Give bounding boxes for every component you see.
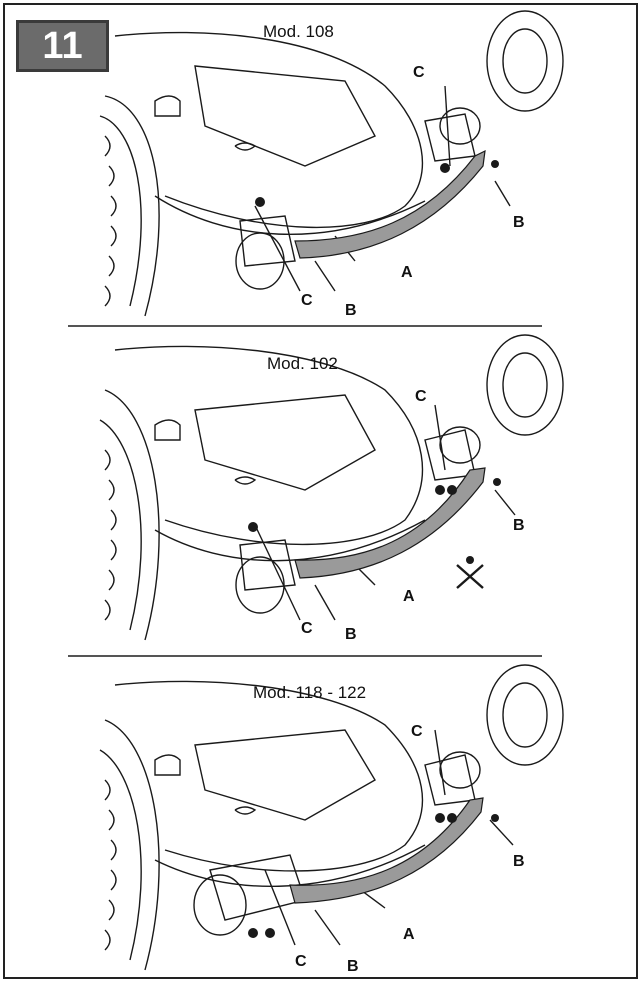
label-b-right: B — [513, 853, 525, 870]
label-c-bottom: C — [301, 620, 313, 637]
label-b-right: B — [513, 517, 525, 534]
label-c-bottom: C — [301, 292, 313, 309]
label-c-top: C — [413, 64, 425, 81]
model-label: Mod. 102 — [267, 354, 338, 373]
label-b-bottom: B — [345, 626, 357, 643]
divider — [68, 655, 542, 657]
mower-diagram-118-122 — [99, 664, 564, 971]
panel-model-108: Mod. 108 C B A C B — [5, 6, 636, 326]
label-c-bottom: C — [295, 953, 307, 970]
label-b-bottom: B — [347, 958, 359, 975]
panel-model-118-122: Mod. 118 - 122 C B A C B — [5, 660, 636, 978]
label-b-bottom: B — [345, 302, 357, 319]
label-a: A — [403, 926, 415, 943]
mower-diagram-108 — [99, 10, 564, 317]
figure-frame — [3, 3, 638, 979]
label-a: A — [401, 264, 413, 281]
model-label: Mod. 108 — [263, 22, 334, 41]
label-a: A — [403, 588, 415, 605]
panel-model-102: Mod. 102 C B A C B — [5, 330, 636, 655]
model-label: Mod. 118 - 122 — [253, 683, 367, 702]
label-b-right: B — [513, 214, 525, 231]
label-c-top: C — [411, 723, 423, 740]
divider — [68, 325, 542, 327]
label-c-top: C — [415, 388, 427, 405]
mower-diagram-102 — [99, 334, 564, 641]
step-number-badge: 11 — [16, 20, 109, 72]
